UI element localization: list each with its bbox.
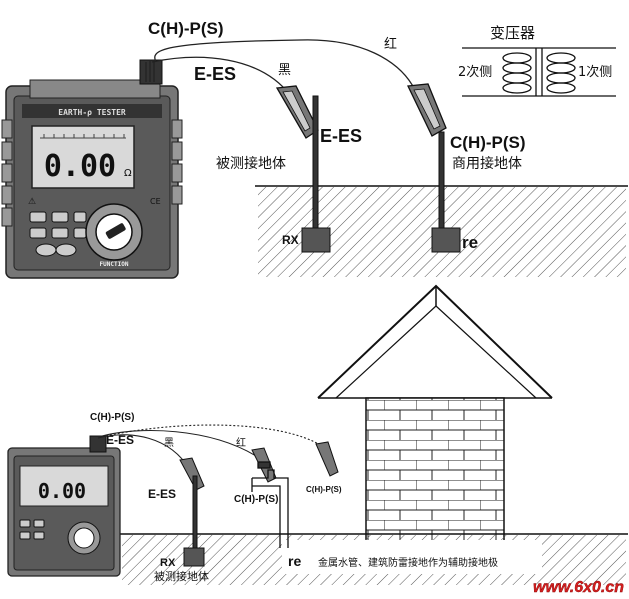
lead-red-wire xyxy=(154,39,416,91)
up-button xyxy=(73,211,87,223)
function-label: FUNCTION xyxy=(100,261,129,268)
label-ees-bottom: E-ES xyxy=(106,433,134,447)
ground-rod-commercial xyxy=(431,131,461,253)
hold-button xyxy=(29,211,47,223)
label-red: 红 xyxy=(384,36,397,52)
device-side-grip-left xyxy=(1,119,13,227)
start-button xyxy=(55,243,77,257)
label-rx: RX xyxy=(282,233,299,247)
label-black-bottom: 黑 xyxy=(164,437,174,449)
down-button xyxy=(73,227,87,239)
lcd-bargraph xyxy=(40,134,126,139)
test-leads-bottom xyxy=(97,424,323,471)
warning-icon: ⚠ xyxy=(28,197,36,207)
water-pipe-faucet-icon xyxy=(251,461,289,548)
house-illustration xyxy=(317,284,553,545)
label-measured-ground: 被测接地体 xyxy=(216,155,286,172)
label-chp-faucet: C(H)-P(S) xyxy=(234,494,278,505)
label-chp-bottom: C(H)-P(S) xyxy=(90,412,134,423)
label-auxiliary-ground-note: 金属水管、建筑防雷接地作为辅助接地极 xyxy=(318,556,498,569)
label-commercial-ground: 商用接地体 xyxy=(452,155,522,172)
lcd-reading: 0.00 xyxy=(44,149,116,184)
label-black: 黑 xyxy=(278,63,291,78)
clamp-black-top xyxy=(275,85,319,139)
brick-wall xyxy=(365,397,505,545)
label-ees-bottom-rod: E-ES xyxy=(148,487,176,501)
ground-bottom xyxy=(120,533,628,585)
label-primary-side: 1次侧 xyxy=(578,64,612,80)
transformer-icon xyxy=(462,47,616,97)
watermark-logo: www.6x0.cn xyxy=(533,579,624,596)
test-leads-top xyxy=(145,39,416,96)
ground-rod-measured xyxy=(301,95,331,253)
label-ees-rod: E-ES xyxy=(320,126,362,146)
clamp-black-bottom xyxy=(179,457,205,491)
clamp-red-top xyxy=(407,83,447,137)
range-button xyxy=(51,227,69,239)
light-button xyxy=(29,227,47,239)
device-buttons xyxy=(29,211,87,257)
ce-mark-icon: CE xyxy=(150,197,161,206)
earth-tester-device: EARTH-ρ TESTER 0.00 Ω ⚠ CE xyxy=(1,59,183,279)
power-button xyxy=(35,243,57,257)
label-re: re xyxy=(462,233,478,252)
label-transformer: 变压器 xyxy=(490,24,535,42)
label-rx-bottom: RX xyxy=(160,557,176,569)
clamp-small-bottom xyxy=(315,441,339,477)
small-lcd-reading: 0.00 xyxy=(38,479,86,503)
earth-tester-device-small: 0.00 xyxy=(7,435,121,577)
ground-rod-bottom xyxy=(183,475,205,567)
label-ees-top: E-ES xyxy=(194,64,236,84)
terminal-block xyxy=(139,59,163,85)
label-chp-rod: C(H)-P(S) xyxy=(450,133,526,152)
device-title: EARTH-ρ TESTER xyxy=(58,108,126,117)
lcd-screen xyxy=(31,125,135,189)
lcd-unit: Ω xyxy=(124,168,132,179)
label-secondary-side: 2次侧 xyxy=(458,64,492,80)
label-red-bottom: 红 xyxy=(236,436,246,449)
label-re-bottom: re xyxy=(288,553,301,569)
mode-button xyxy=(51,211,69,223)
label-chp-top: C(H)-P(S) xyxy=(148,19,224,38)
label-chp-small: C(H)-P(S) xyxy=(306,485,342,494)
label-measured-ground-bottom: 被测接地体 xyxy=(154,569,209,583)
device-side-grip-right xyxy=(171,119,183,205)
lead-black-wire xyxy=(151,56,291,96)
